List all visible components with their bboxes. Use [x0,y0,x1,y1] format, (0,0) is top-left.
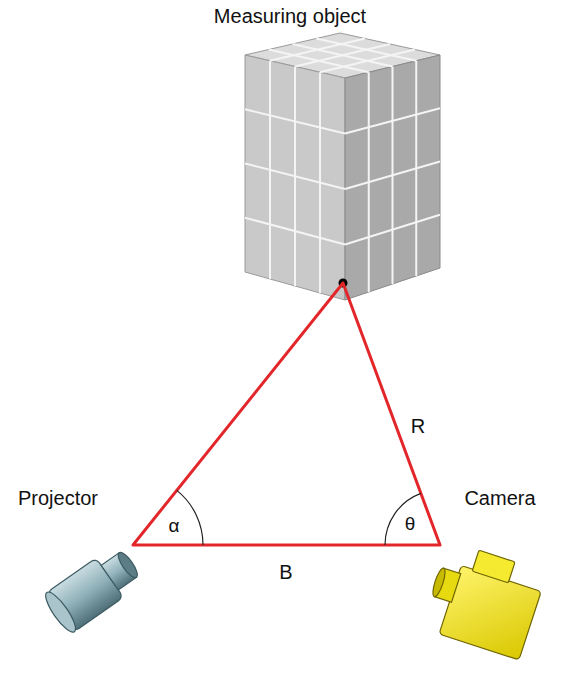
grid-line [293,44,393,67]
grid-line [415,61,417,276]
camera-label: Camera [464,487,535,509]
triangle-lines [133,283,440,545]
triangulation-triangle [133,283,440,545]
grid-line [245,164,345,190]
grid-line [245,218,345,245]
baseline-label: B [279,561,292,583]
measuring-cube [245,33,440,300]
projector-label: Projector [18,487,98,509]
grid-line [316,39,416,61]
alpha-arc [177,490,203,545]
grid-line [320,50,415,73]
grid-line [345,215,440,245]
camera-icon [420,540,547,660]
cube-left-face [245,55,345,300]
range-label: R [411,415,425,437]
angle-label: α [169,516,180,537]
cube-right-face [345,55,440,300]
cube-grid [245,39,440,294]
grid-line [295,44,390,67]
projector-icon [41,543,146,636]
object-title: Measuring object [214,5,366,27]
grid-line [345,162,440,190]
angle-label: θ [405,514,416,535]
grid-line [319,72,321,293]
theta-arc [385,493,421,545]
